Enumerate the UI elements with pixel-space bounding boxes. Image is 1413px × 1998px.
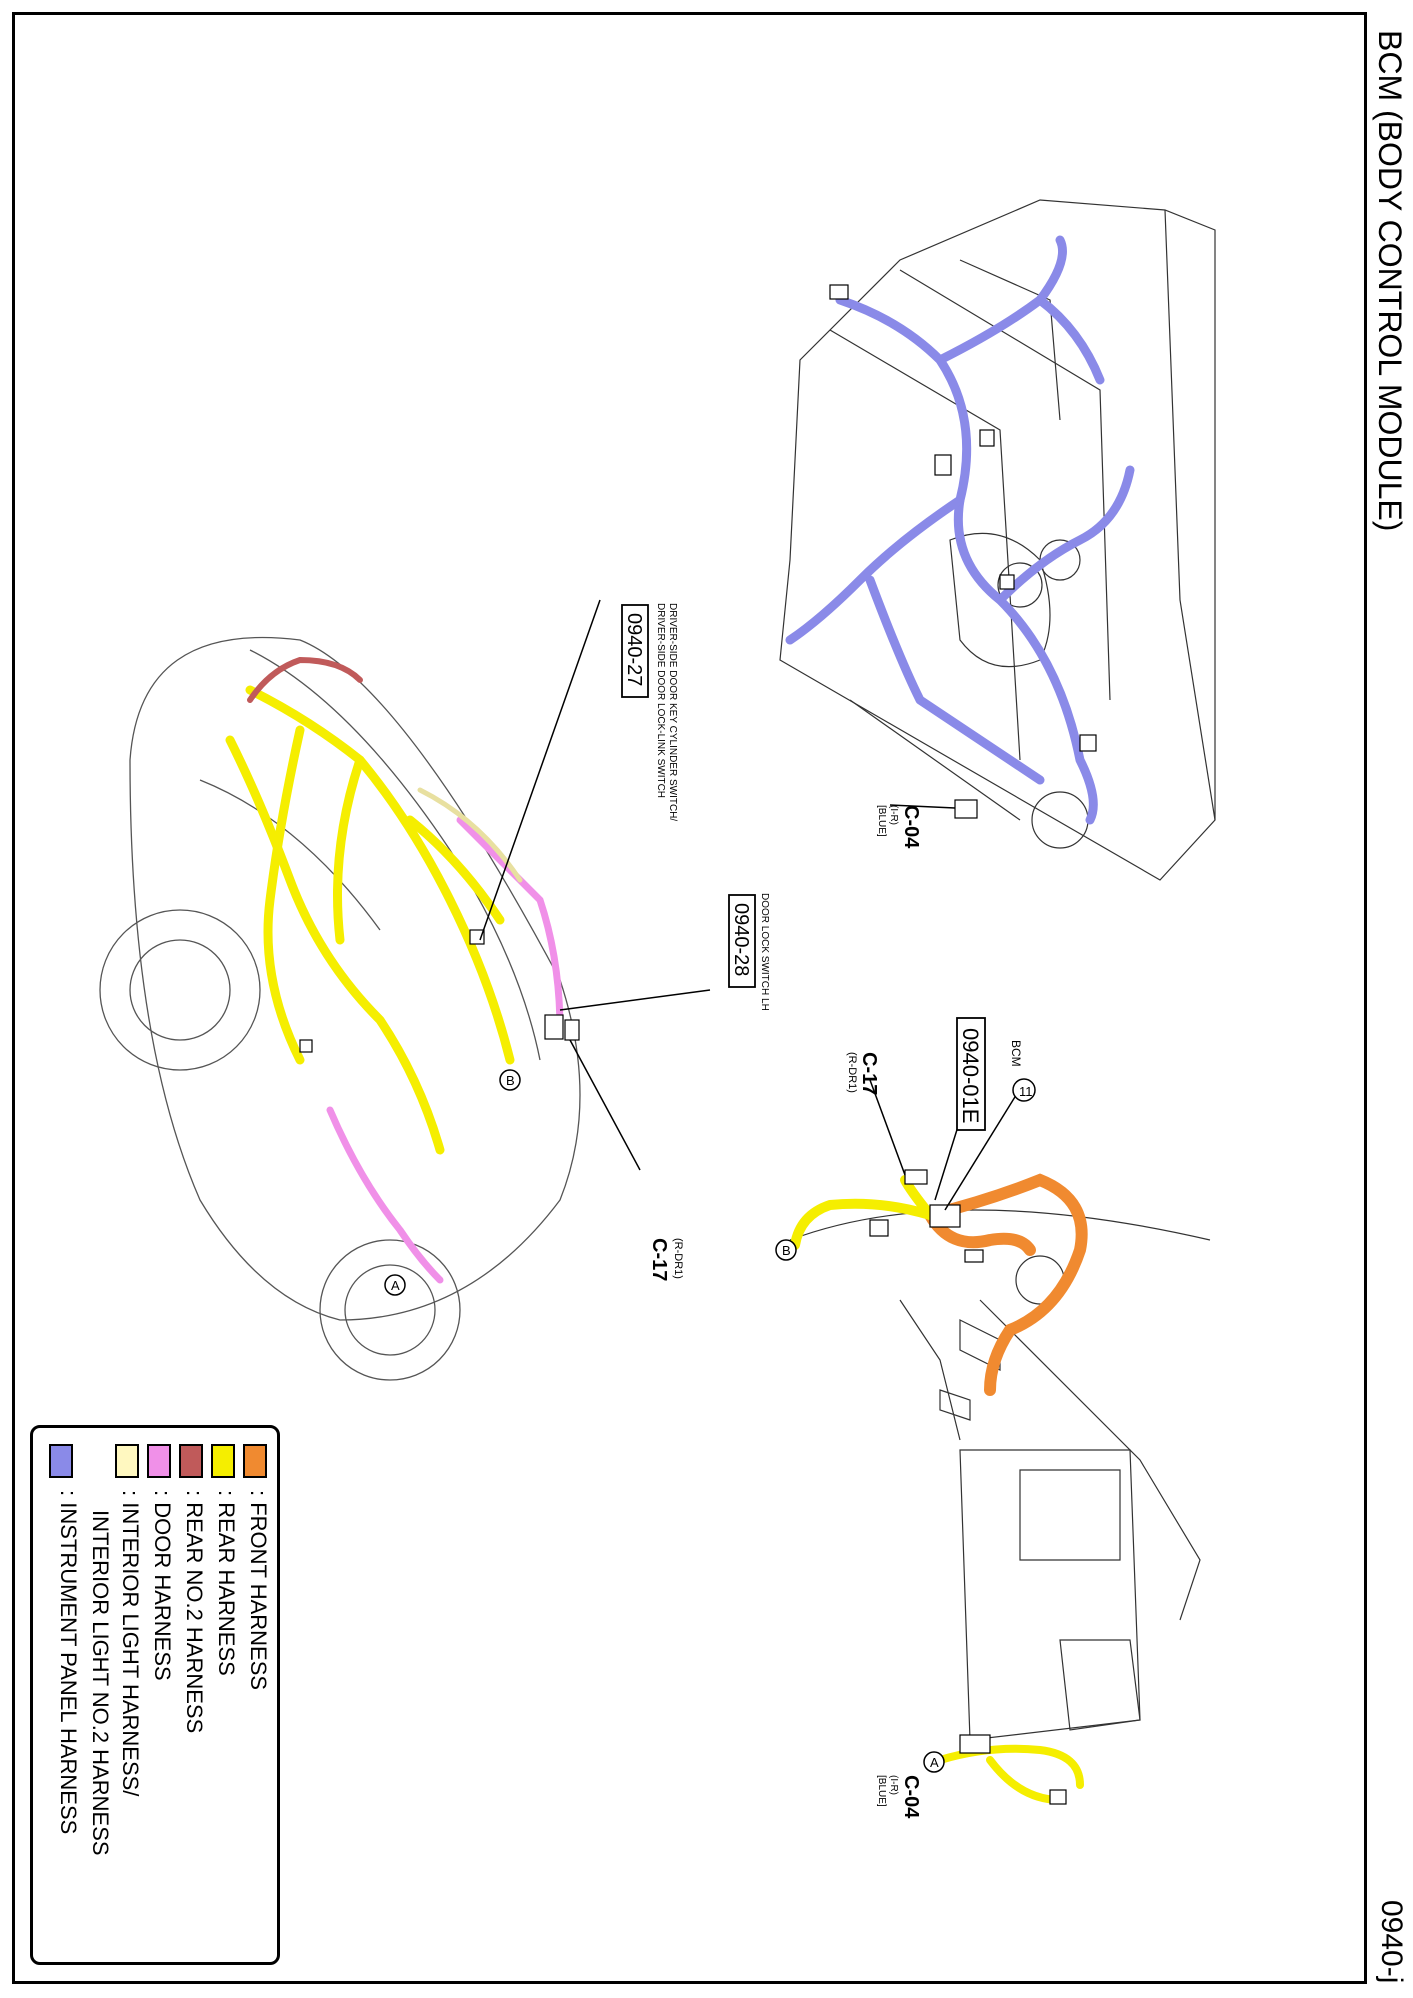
legend-text-rear: : REAR HARNESS xyxy=(214,1490,239,1676)
legend-text-interior: : INTERIOR LIGHT HARNESS/ xyxy=(118,1490,143,1797)
front-harness xyxy=(924,1173,1088,1396)
marker-a-car xyxy=(384,1274,406,1296)
door-harness-car xyxy=(326,816,564,1284)
c17-car-leader xyxy=(569,1039,641,1171)
driver-switch-line1: DRIVER-SIDE DOOR KEY CYLINDER SWITCH/ xyxy=(667,603,678,821)
marker-b-bcm-label: B xyxy=(782,1243,791,1258)
bcm-label: BCM xyxy=(1009,1040,1023,1067)
c17-car-id: C-17 xyxy=(648,1238,670,1281)
instrument-panel-view xyxy=(779,199,1216,881)
interior-light-harness-car xyxy=(417,787,523,883)
rear-harness-car xyxy=(225,685,515,1155)
marker-a-bottom-label: A xyxy=(930,1755,939,1770)
ground-11-leader xyxy=(944,1091,1019,1211)
c04-bottom-line2: [BLUE] xyxy=(876,1775,887,1807)
c17-bcm-leader xyxy=(869,1079,906,1176)
rear-harness-bcm xyxy=(790,1175,935,1250)
marker-a-car-label: A xyxy=(391,1278,400,1293)
c04-bottom-line1: (I-R) xyxy=(888,1775,899,1795)
ip-connectors xyxy=(829,284,1097,819)
bcm-leader xyxy=(934,1119,961,1201)
legend-text-front: : FRONT HARNESS xyxy=(246,1490,271,1691)
marker-b-car xyxy=(499,1069,521,1091)
driver-switch-ref-box xyxy=(621,604,649,698)
marker-a-bottom xyxy=(923,1751,945,1773)
page-frame xyxy=(12,12,1367,1984)
bcm-connectors xyxy=(869,1169,984,1263)
legend-text-door: : DOOR HARNESS xyxy=(150,1490,175,1681)
c17-bcm-id: C-17 xyxy=(858,1052,880,1095)
c17-bcm-sub: (R-DR1) xyxy=(846,1052,858,1093)
marker-b-car-label: B xyxy=(506,1073,515,1088)
legend-text-interior-2: INTERIOR LIGHT NO.2 HARNESS xyxy=(88,1510,113,1856)
c17-car-sub: (R-DR1) xyxy=(672,1238,684,1279)
legend-swatch-interior xyxy=(115,1444,139,1478)
driver-switch-line2: DRIVER-SIDE DOOR LOCK-LINK SWITCH xyxy=(655,603,666,798)
bcm-ref-box xyxy=(956,1017,986,1131)
ground-11-label: 11 xyxy=(1019,1084,1033,1099)
door-lock-switch-leader xyxy=(559,989,711,1011)
c04-bottom-id: C-04 xyxy=(900,1775,922,1819)
c04-top-line1: (I-R) xyxy=(888,805,899,825)
legend-swatch-rear xyxy=(211,1444,235,1478)
c04-top-line2: [BLUE] xyxy=(876,805,887,837)
instrument-panel-harness xyxy=(785,235,1135,825)
harness-legend: : FRONT HARNESS : REAR HARNESS : REAR NO… xyxy=(30,1425,280,1965)
marker-b-bcm xyxy=(775,1239,797,1261)
rear-no2-harness-car xyxy=(247,656,363,703)
driver-switch-ref: 0940-27 xyxy=(623,613,645,686)
car-body-outline xyxy=(99,636,581,1381)
bcm-ref: 0940-01E xyxy=(958,1028,983,1123)
legend-swatch-rear-no2 xyxy=(179,1444,203,1478)
legend-text-rear-no2: : REAR NO.2 HARNESS xyxy=(182,1490,207,1734)
driver-switch-leader xyxy=(479,599,601,941)
legend-text-instrument: : INSTRUMENT PANEL HARNESS xyxy=(56,1490,81,1835)
bcm-detail-view xyxy=(789,1209,1211,1741)
ground-11-marker xyxy=(1012,1078,1036,1102)
legend-swatch-instrument xyxy=(49,1444,73,1478)
door-lock-switch-ref: 0940-28 xyxy=(730,903,752,976)
door-lock-switch-ref-box xyxy=(728,894,756,988)
legend-swatch-front xyxy=(243,1444,267,1478)
door-lock-switch-label: DOOR LOCK SWITCH LH xyxy=(759,893,770,1011)
car-connectors xyxy=(299,929,580,1053)
legend-swatch-door xyxy=(147,1444,171,1478)
c04-top-id: C-04 xyxy=(900,805,922,849)
